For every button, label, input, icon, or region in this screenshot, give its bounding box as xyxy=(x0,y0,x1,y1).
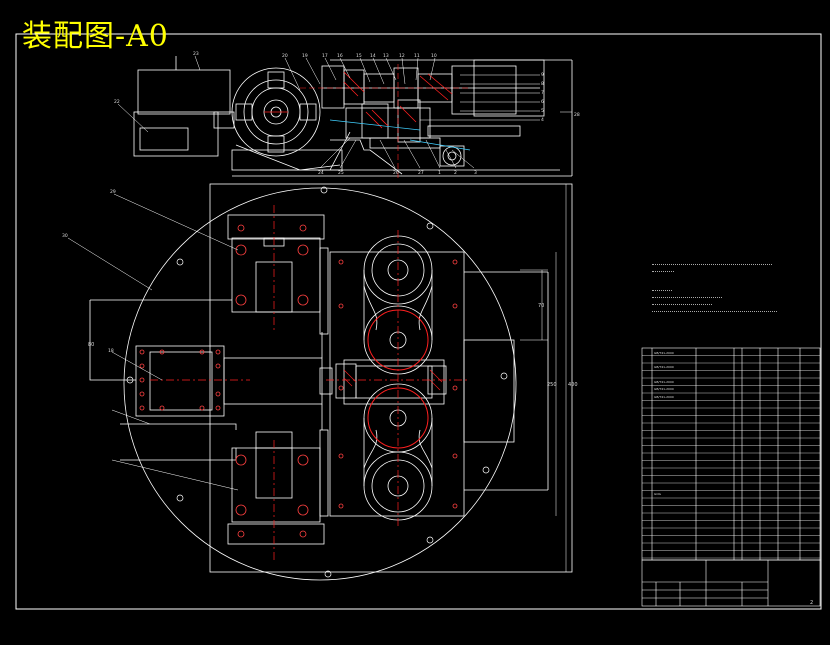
elevation-hatch xyxy=(264,71,453,129)
dimension-value: 70 xyxy=(538,303,544,309)
callout-number: 9 xyxy=(541,72,544,78)
callout-number: 25 xyxy=(338,170,344,176)
callout-number: 30 xyxy=(62,233,68,239)
bom-code: GB/T41-2000 xyxy=(654,365,674,369)
elevation-callouts: 20 19 17 16 15 14 13 12 11 10 9 8 7 6 5 … xyxy=(114,51,580,176)
callout-number: 23 xyxy=(193,51,199,57)
elevation-cyan-lines xyxy=(329,119,471,151)
callout-number: 6 xyxy=(541,99,544,105)
callout-number: 19 xyxy=(302,53,308,59)
notes-line-decor xyxy=(652,305,777,312)
bom-code: GB/T41-2000 xyxy=(654,395,674,399)
callout-number: 18 xyxy=(108,348,114,354)
bom-table xyxy=(641,347,821,561)
callout-number: 17 xyxy=(322,53,328,59)
notes-line-decor xyxy=(652,258,772,265)
bom-code: GB/T41-2000 xyxy=(654,380,674,384)
dimension-value: 80 xyxy=(88,342,94,348)
sheet-number: 2 xyxy=(810,600,813,606)
callout-number: 1 xyxy=(438,170,441,176)
callout-number: 8 xyxy=(541,81,544,87)
plan-view xyxy=(89,183,573,581)
sheet-border xyxy=(15,33,822,610)
drawing-title: 装配图-A0 xyxy=(22,19,169,54)
plan-center-lines xyxy=(150,205,470,560)
notes-line-decor xyxy=(652,265,674,272)
plan-gear-hatch xyxy=(343,369,443,391)
dimension-value: 250 xyxy=(547,382,557,388)
callout-number: 20 xyxy=(282,53,288,59)
callout-number: 29 xyxy=(110,189,116,195)
notes-line-decor xyxy=(652,298,712,305)
plan-bolt-holes xyxy=(139,224,458,538)
bom-code: GB/T41-2000 xyxy=(654,351,674,355)
callout-number: 22 xyxy=(114,99,120,105)
bom-code: GB/T41-2000 xyxy=(654,387,674,391)
notes-line-decor xyxy=(652,284,672,291)
callout-number: 11 xyxy=(414,53,420,59)
plan-callouts: 29 30 18 xyxy=(62,189,116,354)
callout-number: 14 xyxy=(370,53,376,59)
plan-dimension-text: 70 250 400 80 xyxy=(88,303,578,388)
callout-number: 7 xyxy=(541,90,544,96)
bom-rows xyxy=(642,355,820,559)
plan-leaders xyxy=(67,193,239,491)
notes-line-decor xyxy=(652,291,722,298)
callout-number: 26 xyxy=(393,170,399,176)
bom-code: GOG xyxy=(654,492,662,496)
title-block xyxy=(641,559,821,607)
callout-number: 16 xyxy=(337,53,343,59)
callout-number: 27 xyxy=(418,170,424,176)
bom-cell-text: GB/T41-2000GB/T41-2000GB/T41-2000GB/T41-… xyxy=(654,351,674,496)
callout-number: 5 xyxy=(541,108,544,114)
callout-number: 10 xyxy=(431,53,437,59)
dimension-value: 400 xyxy=(568,382,578,388)
callout-number: 15 xyxy=(356,53,362,59)
callout-number: 13 xyxy=(383,53,389,59)
callout-number: 4 xyxy=(541,117,544,123)
plan-perimeter-holes xyxy=(126,186,508,578)
callout-number: 28 xyxy=(574,112,580,118)
elevation-red-center xyxy=(300,64,470,180)
callout-number: 12 xyxy=(399,53,405,59)
plan-dimensions xyxy=(520,184,567,572)
elevation-leaders xyxy=(117,55,572,169)
technical-notes xyxy=(652,258,812,312)
callout-number: 3 xyxy=(474,170,477,176)
callout-number: 24 xyxy=(318,170,324,176)
elevation-view xyxy=(133,56,573,177)
callout-number: 2 xyxy=(454,170,457,176)
